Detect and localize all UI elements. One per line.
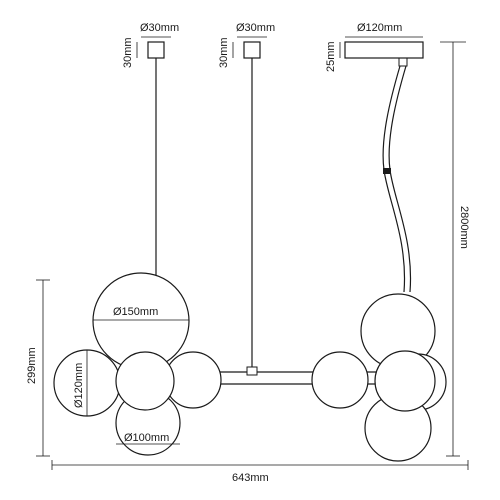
canopy-left-diameter-label: Ø30mm [140,22,179,34]
canopy-mid-box [243,41,261,59]
canopy-left-height-label: 30mm [122,37,134,68]
power-cord-b [388,65,412,293]
canopy-left-box [147,41,165,59]
globe-center-right [374,350,436,412]
canopy-right-box [344,41,424,59]
globe-small-label: Ø100mm [124,432,169,444]
canopy-mid: Ø30mm 30mm [218,22,275,68]
fixture-height-label: 299mm [26,347,38,384]
globe-large-label: Ø150mm [113,306,158,318]
globe-right-inner [311,351,369,409]
canopy-right-diameter-label: Ø120mm [357,22,402,34]
canopy-mid-height-label: 30mm [218,37,230,68]
canopy-left: Ø30mm 30mm [122,22,179,68]
canopy-right-grip [398,57,408,67]
canopy-mid-diameter-label: Ø30mm [236,22,275,34]
power-cord-a [382,65,406,293]
cord-clip [383,168,391,174]
total-drop-label: 2800mm [458,206,470,249]
globe-center-left [115,351,175,411]
bar-hub [246,366,258,376]
canopy-right-height-label: 25mm [325,41,337,72]
canopy-right: Ø120mm 25mm [325,22,424,72]
fixture-width-label: 643mm [232,472,269,484]
globe-medium-label: Ø120mm [73,363,85,408]
